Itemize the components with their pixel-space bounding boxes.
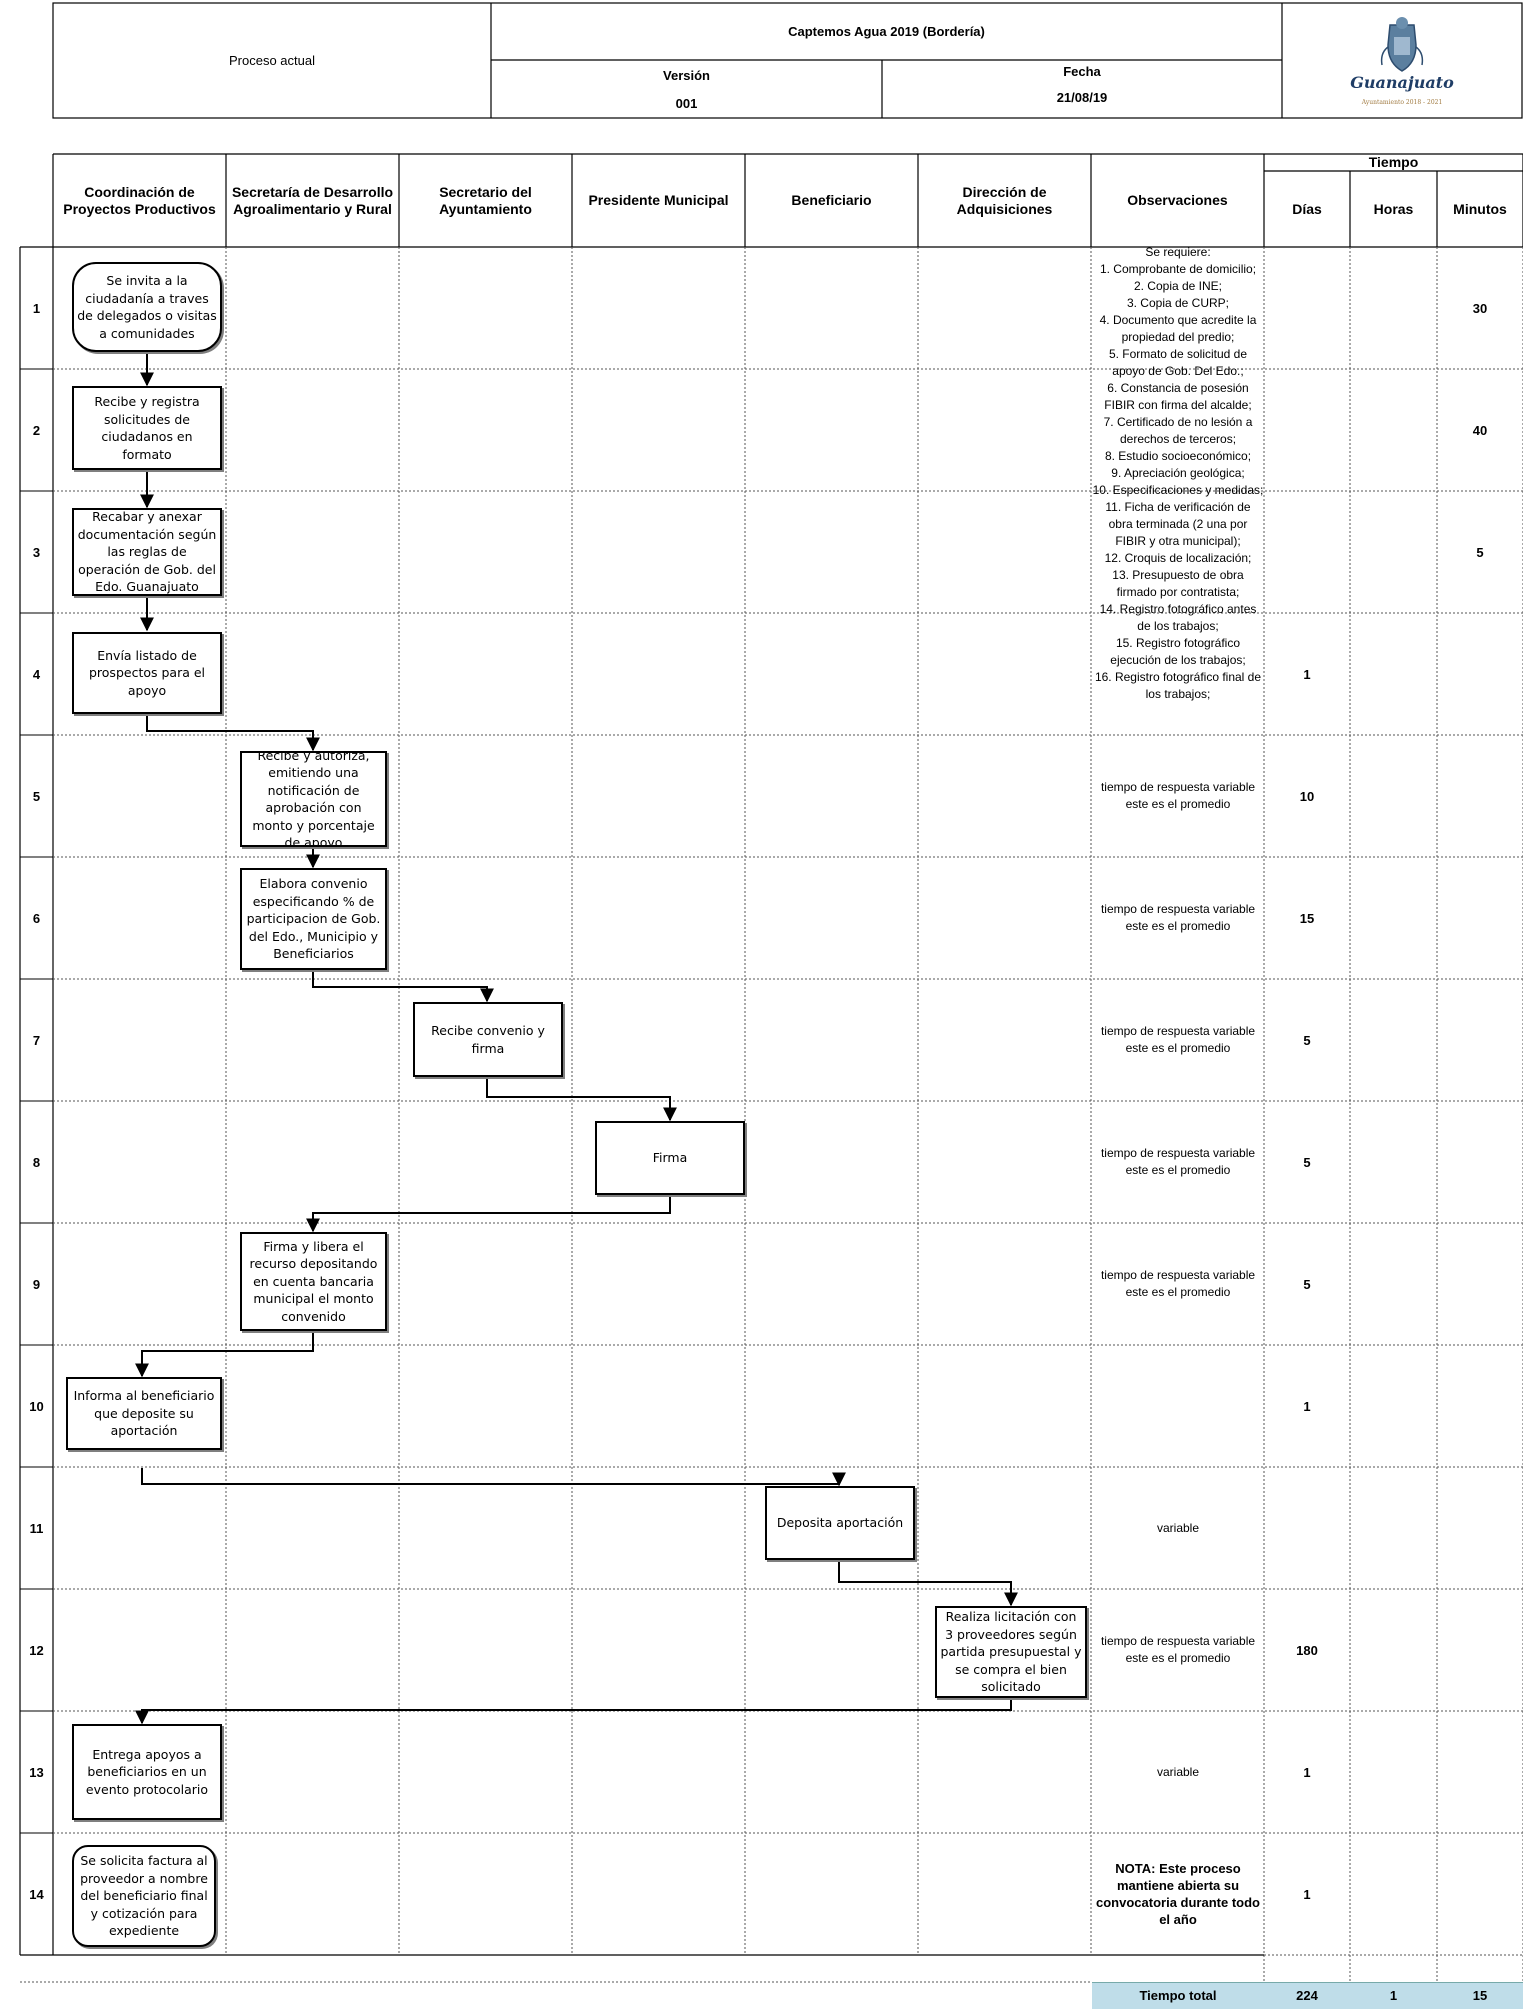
requirement-item: 9. Apreciación geológica; <box>1111 466 1245 480</box>
column-header-observaciones: Observaciones <box>1127 192 1228 208</box>
days-cell: 10 <box>1299 788 1315 804</box>
requirement-item: 14. Registro fotográfico antes de los tr… <box>1099 602 1257 633</box>
requirement-item: 2. Copia de INE; <box>1133 279 1223 293</box>
column-header-presidente: Presidente Municipal <box>588 192 729 208</box>
step-box-1: Se invita a la ciudadanía a traves de de… <box>72 262 222 352</box>
days-cell: 1 <box>1303 1398 1311 1414</box>
row-number: 3 <box>32 544 41 560</box>
requirement-item: 11. Ficha de verificación de obra termin… <box>1105 500 1251 548</box>
observation-cell: tiempo de respuesta variable este es el … <box>1100 1024 1256 1055</box>
minutes-cell: 30 <box>1472 300 1488 316</box>
row-number: 4 <box>32 666 41 682</box>
requirement-item: 8. Estudio socioeconómico; <box>1104 449 1252 463</box>
column-header-tiempo: Tiempo <box>1368 154 1419 170</box>
version-value: 001 <box>675 95 698 111</box>
observation-cell: tiempo de respuesta variable este es el … <box>1100 1146 1256 1177</box>
observation-cell <box>1092 1345 1264 1467</box>
total-minutes: 15 <box>1472 1987 1488 2003</box>
coat-of-arms-icon <box>1380 17 1424 72</box>
step-box-2: Recibe y registra solicitudes de ciudada… <box>72 386 222 470</box>
total-hours: 1 <box>1389 1987 1398 2003</box>
days-cell: 5 <box>1303 1154 1311 1170</box>
observation-cell: tiempo de respuesta variable este es el … <box>1100 1634 1256 1665</box>
row-number: 12 <box>29 1642 44 1658</box>
row-number: 2 <box>32 422 41 438</box>
logo-text: Guanajuato <box>1350 73 1454 92</box>
row-number: 8 <box>32 1154 41 1170</box>
column-header-dias: Días <box>1292 200 1322 217</box>
days-cell: 5 <box>1303 1276 1311 1292</box>
requirements-list: Se requiere: 1. Comprobante de domicilio… <box>1092 244 1264 734</box>
row-number: 7 <box>32 1032 41 1048</box>
observation-cell: tiempo de respuesta variable este es el … <box>1100 780 1256 811</box>
step-box-12: Realiza licitación con 3 proveedores seg… <box>935 1606 1087 1698</box>
step-box-11: Deposita aportación <box>765 1486 915 1560</box>
days-cell: 1 <box>1303 666 1311 682</box>
requirement-item: 10. Especificaciones y medidas; <box>1092 483 1264 497</box>
observation-cell: tiempo de respuesta variable este es el … <box>1100 902 1256 933</box>
column-header-secretario: Secretario del Ayuntamiento <box>439 183 532 217</box>
days-cell: 5 <box>1303 1032 1311 1048</box>
total-label: Tiempo total <box>1139 1987 1217 2003</box>
logo: Guanajuato Ayuntamiento 2018 - 2021 <box>1282 3 1522 118</box>
step-box-3: Recabar y anexar documentación según las… <box>72 508 222 596</box>
row-number: 5 <box>32 788 41 804</box>
days-cell: 15 <box>1299 910 1315 926</box>
days-cell: 1 <box>1303 1764 1311 1780</box>
row-number: 9 <box>32 1276 41 1292</box>
step-box-7: Recibe convenio y firma <box>413 1002 563 1077</box>
requirement-item: Se requiere: <box>1145 245 1211 259</box>
column-header-beneficiario: Beneficiario <box>791 192 872 208</box>
requirement-item: 5. Formato de solicitud de apoyo de Gob.… <box>1108 347 1248 378</box>
row-number: 11 <box>29 1520 44 1536</box>
requirement-item: 16. Registro fotográfico final de los tr… <box>1094 670 1262 701</box>
observation-cell: variable <box>1156 1520 1200 1535</box>
column-header-minutos: Minutos <box>1453 200 1507 217</box>
requirement-item: 4. Documento que acredite la propiedad d… <box>1099 313 1257 344</box>
column-header-adquisiciones: Dirección de Adquisiciones <box>956 183 1053 217</box>
requirement-item: 13. Presupuesto de obra firmado por cont… <box>1112 568 1244 599</box>
row-number: 10 <box>29 1398 44 1414</box>
requirement-item: 7. Certificado de no lesión a derechos d… <box>1103 415 1253 446</box>
observation-cell: tiempo de respuesta variable este es el … <box>1100 1268 1256 1299</box>
step-box-4: Envía listado de prospectos para el apoy… <box>72 632 222 714</box>
logo-subtext: Ayuntamiento 2018 - 2021 <box>1361 99 1443 106</box>
date-label: Fecha <box>1063 63 1101 79</box>
column-header-coordinacion: Coordinación de Proyectos Productivos <box>63 183 216 217</box>
step-box-9: Firma y libera el recurso depositando en… <box>240 1232 387 1331</box>
requirement-item: 15. Registro fotográfico ejecución de lo… <box>1110 636 1246 667</box>
column-header-horas: Horas <box>1373 200 1414 217</box>
total-row <box>1092 1982 1523 2009</box>
row-number: 14 <box>29 1886 44 1902</box>
requirement-item: 12. Croquis de localización; <box>1104 551 1252 565</box>
step-box-13: Entrega apoyos a beneficiarios en un eve… <box>72 1724 222 1820</box>
column-header-sdayr: Secretaría de Desarrollo Agroalimentario… <box>231 183 394 217</box>
observation-note: NOTA: Este proceso mantiene abierta su c… <box>1096 1861 1260 1927</box>
requirement-item: 6. Constancia de posesión FIBIR con firm… <box>1104 381 1252 412</box>
requirement-item: 1. Comprobante de domicilio; <box>1099 262 1257 276</box>
row-number: 1 <box>32 300 41 316</box>
observation-cell: variable <box>1156 1764 1200 1779</box>
step-box-6: Elabora convenio especificando % de part… <box>240 868 387 970</box>
total-days: 224 <box>1296 1987 1318 2003</box>
minutes-cell: 5 <box>1476 544 1484 560</box>
row-number: 13 <box>29 1764 44 1780</box>
step-box-14: Se solicita factura al proveedor a nombr… <box>72 1845 216 1947</box>
process-label: Proceso actual <box>229 53 315 68</box>
step-box-5: Recibe y autoriza, emitiendo una notific… <box>240 751 387 847</box>
minutes-cell: 40 <box>1472 422 1488 438</box>
row-number: 6 <box>32 910 41 926</box>
date-value: 21/08/19 <box>1056 89 1108 105</box>
step-box-8: Firma <box>595 1121 745 1195</box>
days-cell: 180 <box>1296 1642 1318 1658</box>
step-box-10: Informa al beneficiario que deposite su … <box>66 1377 222 1450</box>
days-cell: 1 <box>1303 1886 1311 1902</box>
requirement-item: 3. Copia de CURP; <box>1126 296 1230 310</box>
document-title: Captemos Agua 2019 (Bordería) <box>788 24 985 39</box>
version-label: Versión <box>663 67 710 83</box>
